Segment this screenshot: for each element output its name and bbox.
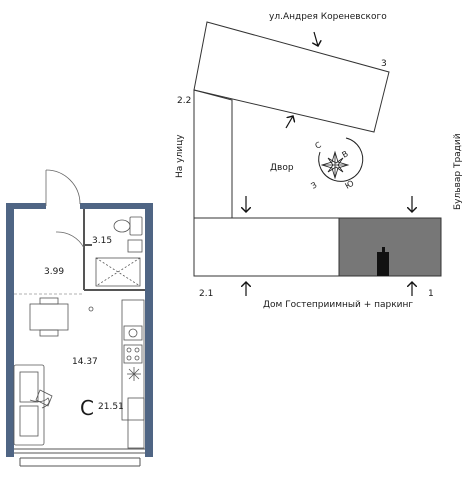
ventilation-icon [127,367,141,381]
entry-door [45,169,81,206]
sofa [13,364,50,446]
kitchen-counter [121,299,145,421]
window-bottom [14,448,145,467]
room-area-living: 14.37 [72,357,98,367]
building-upper [193,21,390,133]
outer-walls [6,203,153,457]
compass-north: С [314,140,324,151]
site-plan [193,21,442,277]
corner-1: 1 [428,289,434,299]
corner-2-1: 2.1 [199,289,213,299]
courtyard-label: Двор [270,163,294,173]
corner-3: 3 [381,59,387,69]
entrance-mark [377,252,389,276]
compass-east: В [341,149,350,160]
toilet-icon [113,216,143,236]
building-bottom [193,217,340,277]
bottom-building-label: Дом Гостеприимный + паркинг [263,300,413,310]
compass-west: З [310,180,319,190]
shower-icon [95,257,141,287]
unit-badge: С [80,396,94,420]
bathroom-door [55,231,85,249]
floor-plan: 3.15 3.99 14.37 С 21.51 [6,169,153,467]
arrow-top [314,31,318,46]
total-area: 21.51 [98,402,124,412]
street-left-label: На улицу [175,134,185,178]
corner-2-2: 2.2 [177,96,191,106]
dining-table [29,297,94,337]
street-right-label: Бульвар Традий [453,133,463,210]
sink-icon [127,239,143,253]
building-parking [338,217,442,277]
compass: С В Ю З [310,137,364,191]
room-area-hall: 3.99 [44,267,64,277]
building-left [193,89,233,219]
arrow-courtyard [285,116,293,129]
entry-arrows [246,31,412,296]
bathroom-walls [83,209,145,291]
compass-south: Ю [344,178,356,190]
street-top-label: ул.Андрея Кореневского [269,12,387,22]
room-area-bath: 3.15 [92,236,112,246]
